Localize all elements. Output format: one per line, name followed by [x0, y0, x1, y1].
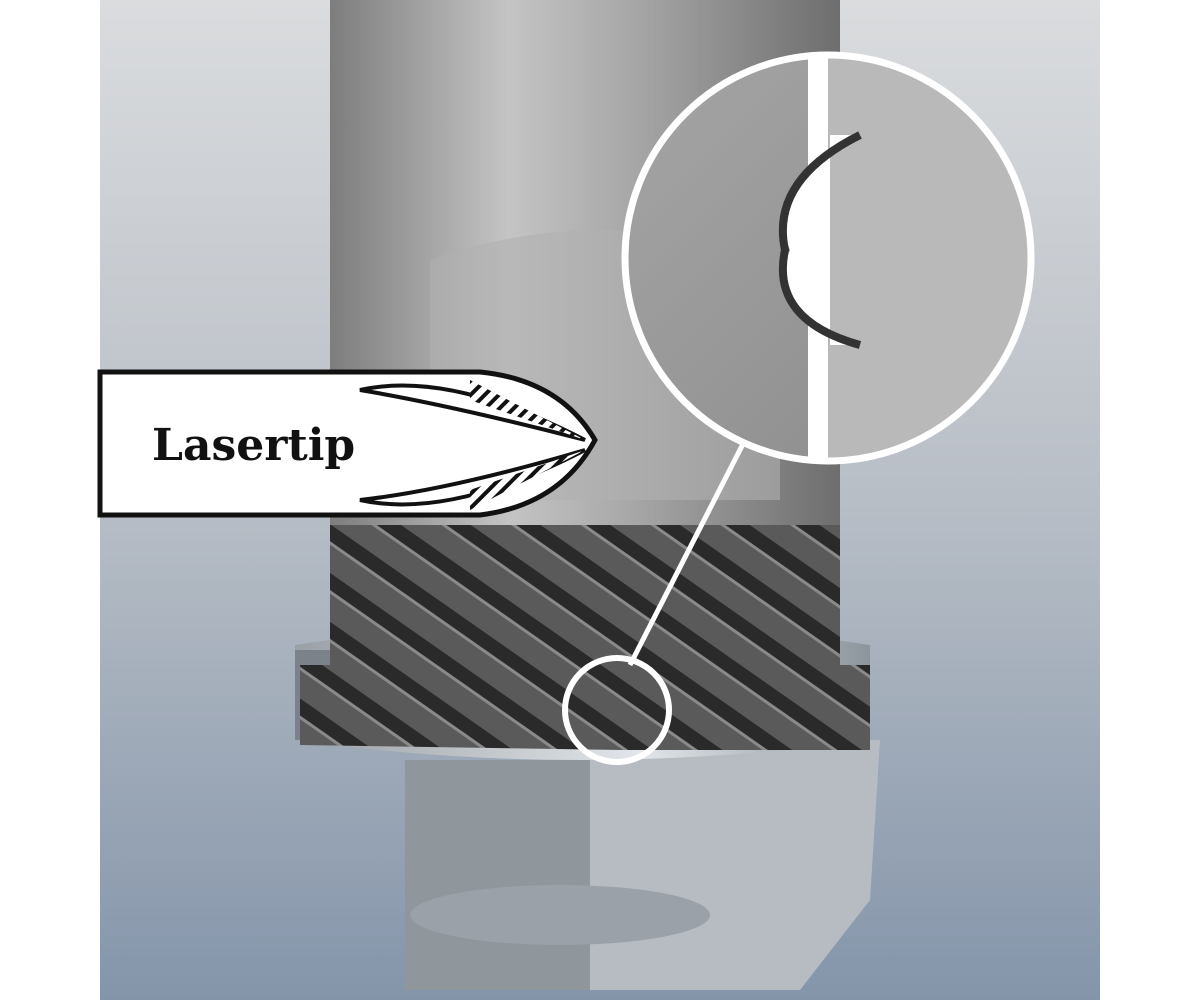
- lasertip-tip: [300, 525, 870, 750]
- callout-small-circle: [562, 655, 672, 765]
- lasertip-label: Lasertip: [152, 420, 356, 471]
- label-banner: [97, 369, 598, 518]
- callout-line: [627, 438, 748, 667]
